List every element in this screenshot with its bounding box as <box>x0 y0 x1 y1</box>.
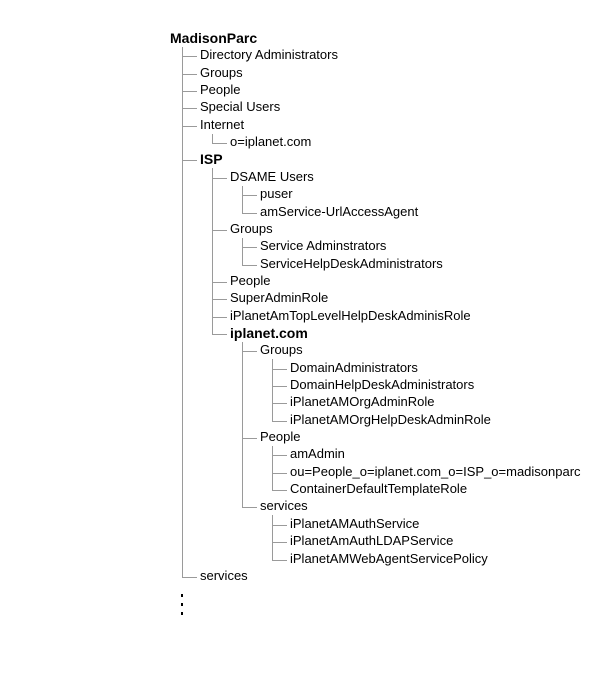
tree-node[interactable]: iplanet.com <box>230 324 308 341</box>
tree-connector <box>272 403 287 405</box>
tree-connector <box>212 333 227 335</box>
tree-connector <box>272 368 287 370</box>
tree-connector <box>212 281 227 283</box>
tree-branch-line <box>272 446 273 492</box>
tree-branch-line <box>242 341 243 509</box>
tree-node[interactable]: ServiceHelpDeskAdministrators <box>260 255 443 271</box>
tree-connector <box>272 472 287 474</box>
tree-branch-line <box>212 133 213 145</box>
tree-connector <box>242 438 257 440</box>
tree-node[interactable]: People <box>260 429 301 445</box>
tree-connector <box>242 351 257 353</box>
tree-node[interactable]: SuperAdminRole <box>230 290 329 306</box>
tree-connector <box>272 490 287 492</box>
tree-connector <box>182 125 197 127</box>
tree-node[interactable]: Groups <box>230 220 273 236</box>
ellipsis-dot <box>181 612 183 615</box>
tree-connector <box>242 507 257 509</box>
tree-connector <box>242 212 257 214</box>
tree-node[interactable]: iPlanetAMOrgAdminRole <box>290 394 435 410</box>
tree-node[interactable]: iPlanetAMAuthService <box>290 515 420 531</box>
ellipsis-dot <box>181 603 183 606</box>
tree-node[interactable]: DomainHelpDeskAdministrators <box>290 377 475 392</box>
tree-branch-line <box>272 359 273 422</box>
tree-connector <box>182 108 197 110</box>
tree-node[interactable]: iPlanetAmTopLevelHelpDeskAdminisRole <box>230 307 471 323</box>
tree-connector <box>272 542 287 544</box>
tree-connector <box>182 576 197 578</box>
tree-node[interactable]: Internet <box>200 116 245 132</box>
tree-node[interactable]: amService-UrlAccessAgent <box>260 203 419 219</box>
tree-node[interactable]: DSAME Users <box>230 168 314 184</box>
tree-connector <box>182 160 197 162</box>
tree-connector <box>242 195 257 197</box>
tree-node[interactable]: Directory Administrators <box>200 47 338 63</box>
tree-node[interactable]: amAdmin <box>290 446 345 462</box>
tree-connector <box>212 229 227 231</box>
tree-connector <box>182 56 197 58</box>
tree-node[interactable]: services <box>200 567 248 583</box>
tree-node[interactable]: o=iplanet.com <box>230 134 312 150</box>
tree-connector <box>272 386 287 387</box>
tree-node[interactable]: People <box>230 272 271 288</box>
tree-node[interactable]: ISP <box>200 151 223 168</box>
tree-connector <box>272 524 287 526</box>
tree-connector <box>242 247 257 249</box>
tree-branch-line <box>182 47 183 578</box>
tree-connector <box>272 420 287 422</box>
tree-branch-line <box>242 237 243 266</box>
tree-node[interactable]: iPlanetAMOrgHelpDeskAdminRole <box>290 411 491 427</box>
tree-node[interactable]: Groups <box>200 64 243 80</box>
tree-branch-line <box>212 168 213 335</box>
tree-connector <box>272 559 287 561</box>
tree-connector <box>212 299 227 301</box>
tree-branch-line <box>272 515 273 561</box>
tree-connector <box>182 73 197 75</box>
tree-connector <box>182 91 197 93</box>
tree-node[interactable]: services <box>260 498 308 514</box>
tree-node[interactable]: MadisonParc <box>170 30 258 46</box>
tree-node[interactable]: People <box>200 82 241 98</box>
tree-connector <box>272 455 287 457</box>
tree-node[interactable]: ou=People_o=iplanet.com_o=ISP_o=madisonp… <box>290 463 581 479</box>
tree-connector <box>212 143 227 145</box>
tree-node[interactable]: Groups <box>260 342 303 358</box>
ellipsis-dot <box>181 594 183 597</box>
tree-node[interactable]: Special Users <box>200 99 281 115</box>
tree-connector <box>212 316 227 318</box>
tree-branch-line <box>242 185 243 214</box>
tree-node[interactable]: iPlanetAMWebAgentServicePolicy <box>290 550 488 566</box>
tree-node[interactable]: Service Adminstrators <box>260 238 387 254</box>
tree-node[interactable]: DomainAdministrators <box>290 359 418 375</box>
tree-node[interactable]: puser <box>260 186 293 202</box>
tree-node[interactable]: iPlanetAmAuthLDAPService <box>290 533 454 549</box>
tree-connector <box>212 177 227 179</box>
tree-connector <box>242 264 257 266</box>
tree-node[interactable]: ContainerDefaultTemplateRole <box>290 481 468 497</box>
